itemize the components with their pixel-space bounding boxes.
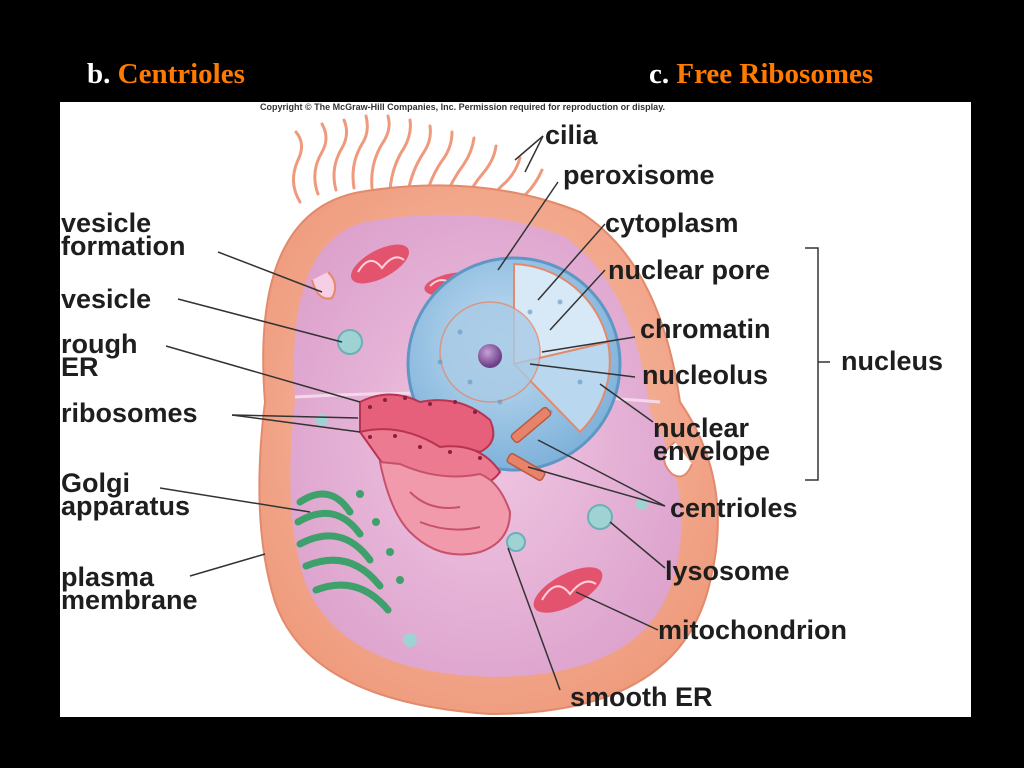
- label-rough-er-line2: ER: [61, 352, 99, 382]
- label-peroxisome: peroxisome: [563, 160, 715, 190]
- label-centrioles: centrioles: [670, 493, 798, 523]
- vesicle-shapes: [316, 265, 648, 647]
- heading-centrioles: b. Centrioles: [87, 58, 245, 91]
- label-vesicle-formation-line1: vesicle: [61, 208, 152, 238]
- heading-term-free-ribosomes: Free Ribosomes: [676, 58, 874, 90]
- label-plasma-membrane-line2: membrane: [61, 585, 198, 615]
- golgi-vesicles: [356, 490, 404, 584]
- label-rough-er-line1: rough: [61, 329, 138, 359]
- heading-letter-c: c.: [649, 58, 670, 90]
- smooth-er-shape: [378, 460, 512, 556]
- heading-free-ribosomes: c. Free Ribosomes: [649, 58, 873, 91]
- label-mitochondrion: mitochondrion: [658, 615, 847, 645]
- label-chromatin: chromatin: [640, 314, 771, 344]
- copyright-notice: Copyright © The McGraw-Hill Companies, I…: [260, 102, 666, 112]
- label-golgi-apparatus: Golgi apparatus: [61, 468, 191, 521]
- label-plasma-membrane-line1: plasma: [61, 562, 155, 592]
- label-plasma-membrane: plasma membrane: [61, 562, 198, 615]
- label-nuclear-envelope: nuclear envelope: [653, 413, 771, 466]
- animal-cell-illustration: [159, 114, 830, 716]
- cell-diagram-panel: Copyright © The McGraw-Hill Companies, I…: [60, 102, 971, 717]
- label-nuclear-pore: nuclear pore: [608, 255, 771, 285]
- label-cytoplasm: cytoplasm: [605, 208, 739, 238]
- label-golgi-apparatus-line1: Golgi: [61, 468, 130, 498]
- label-vesicle: vesicle: [61, 284, 152, 314]
- heading-letter-b: b.: [87, 58, 111, 90]
- label-vesicle-formation-line2: formation: [61, 231, 186, 261]
- label-nuclear-envelope-line2: envelope: [653, 436, 771, 466]
- label-golgi-apparatus-line2: apparatus: [61, 491, 191, 521]
- label-smooth-er: smooth ER: [570, 682, 713, 712]
- label-lysosome: lysosome: [665, 556, 790, 586]
- label-nucleolus: nucleolus: [642, 360, 769, 390]
- golgi-apparatus-shape: [294, 490, 392, 614]
- centriole-shapes: [506, 406, 552, 481]
- label-ribosomes: ribosomes: [61, 398, 198, 428]
- label-leader-lines: [159, 135, 830, 691]
- label-nuclear-envelope-line1: nuclear: [653, 413, 750, 443]
- label-rough-er: rough ER: [61, 329, 138, 382]
- heading-term-centrioles: Centrioles: [117, 58, 245, 90]
- label-nucleus: nucleus: [841, 346, 944, 376]
- label-cilia: cilia: [545, 120, 598, 150]
- label-vesicle-formation: vesicle formation: [61, 208, 186, 261]
